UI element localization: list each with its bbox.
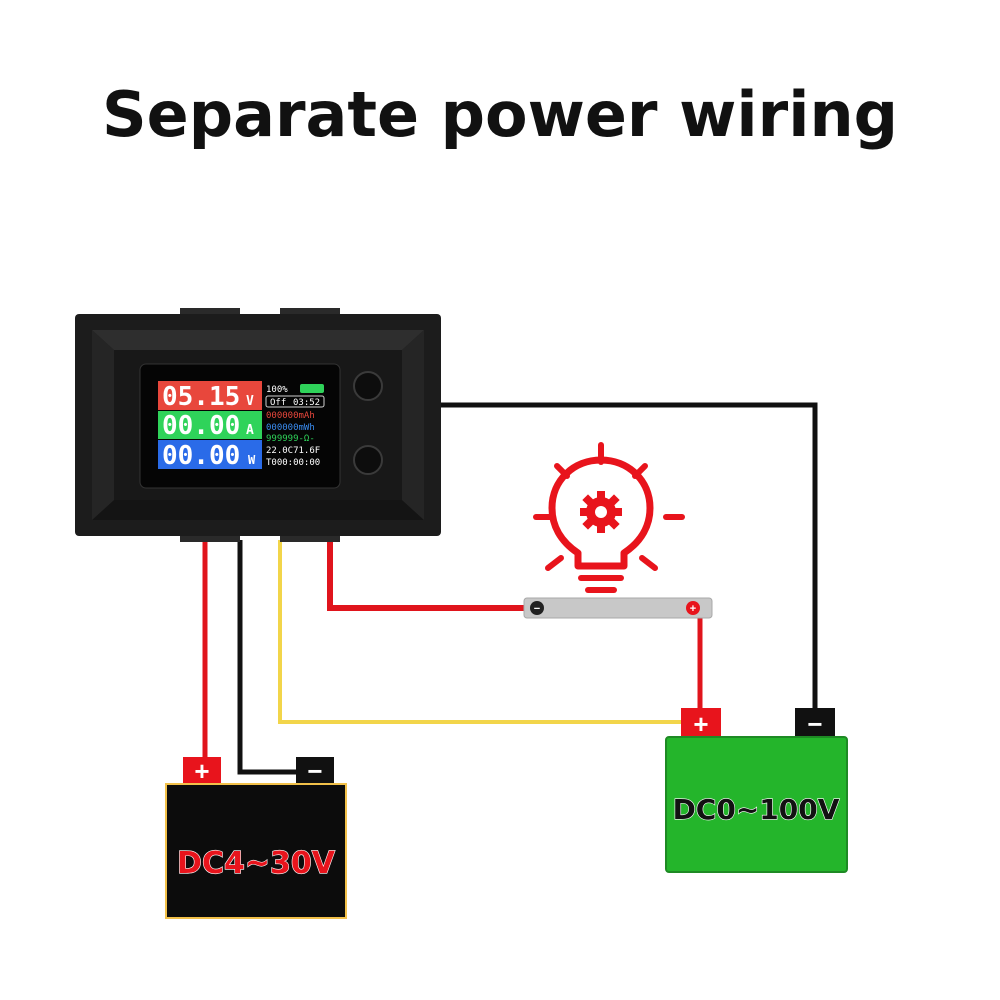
- battery-small-body: [165, 783, 347, 919]
- lcd-state: Off: [270, 398, 286, 408]
- lcd-content: 05.15 V 00.00 A 00.00 W 100% Off 03:52 0…: [158, 381, 325, 471]
- lcd-energy: 000000mWh: [266, 423, 315, 433]
- plus-icon: +: [194, 756, 209, 786]
- lcd-state-box: [265, 395, 325, 408]
- lcd-time-counter: T000:00:00: [266, 458, 320, 468]
- meter-bezel-left: [92, 330, 114, 520]
- lcd-temperature: 22.0C71.6F: [266, 446, 320, 456]
- lcd-current-box: [158, 411, 262, 439]
- battery-small: + − DC4~30V: [165, 756, 347, 919]
- lcd-voltage-box: [158, 381, 262, 410]
- lcd-power: 00.00: [162, 441, 240, 471]
- lcd-capacity: 000000mAh: [266, 411, 315, 421]
- wire-yellow-meter-to-large-battery: [278, 540, 688, 724]
- battery-large-minus-terminal: [795, 708, 835, 738]
- lcd-voltage: 05.15: [162, 382, 240, 412]
- wire-black-meter-to-small-battery: [237, 540, 300, 775]
- battery-large-label: DC0~100V: [673, 793, 840, 826]
- lcd-current-unit: A: [246, 423, 254, 438]
- meter-button-top[interactable]: [353, 371, 383, 401]
- lcd-power-box: [158, 440, 262, 469]
- lcd-voltage-unit: V: [246, 394, 254, 409]
- shunt-minus-label: −: [534, 603, 540, 615]
- wires: [202, 402, 818, 775]
- lcd-battery-percent: 100%: [266, 385, 288, 395]
- minus-icon: −: [307, 756, 322, 786]
- wire-red-meter-to-shunt: [327, 540, 525, 611]
- lightbulb-gear-icon: [533, 442, 685, 593]
- battery-large-plus-terminal: [681, 708, 721, 738]
- shunt-plus-label: +: [690, 603, 696, 615]
- lcd-current: 00.00: [162, 411, 240, 441]
- shunt-plus-terminal: [686, 601, 700, 615]
- lcd-power-unit: W: [248, 453, 256, 467]
- meter-button-bottom[interactable]: [353, 445, 383, 475]
- page-title: Separate power wiring: [102, 78, 898, 151]
- plus-icon: +: [693, 709, 708, 739]
- shunt-minus-terminal: [530, 601, 544, 615]
- lcd-resistance: 999999-Ω-: [266, 434, 315, 444]
- meter-bezel: [92, 330, 424, 350]
- battery-large: + − DC0~100V: [665, 708, 848, 873]
- meter-tab-top-right: [280, 308, 340, 318]
- wire-black-meter-to-large-battery: [440, 402, 818, 708]
- minus-icon: −: [807, 709, 822, 739]
- shunt-bar: − +: [523, 597, 713, 619]
- battery-large-body: [665, 736, 848, 873]
- battery-small-minus-terminal: [296, 757, 334, 785]
- lcd-battery-icon: [300, 384, 324, 393]
- lcd-timer: 03:52: [293, 398, 320, 408]
- meter-bezel-bottom: [92, 500, 424, 520]
- meter-tab-top-left: [180, 308, 240, 318]
- battery-small-label: DC4~30V: [177, 846, 336, 881]
- meter-device: 05.15 V 00.00 A 00.00 W 100% Off 03:52 0…: [75, 308, 441, 542]
- meter-bezel-right: [402, 330, 424, 520]
- battery-small-plus-terminal: [183, 757, 221, 785]
